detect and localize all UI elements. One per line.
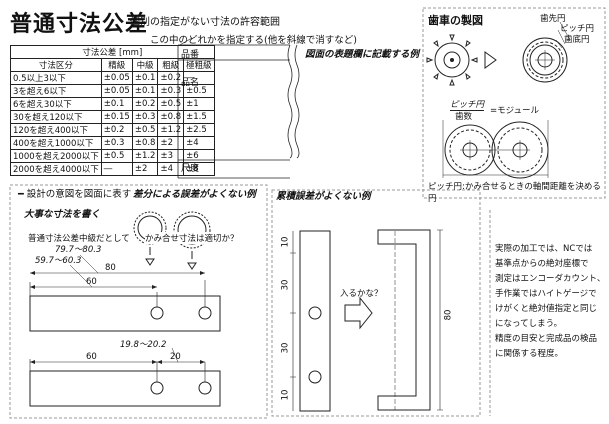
tolerance-cell: ±0.2 [131, 97, 159, 111]
tolerance-cell: ±0.15 [100, 110, 133, 124]
table-row: 1000を超え2000以下±0.5±1.2±3±6 [10, 149, 215, 163]
name-label: 品名 [181, 78, 200, 88]
gear-title: 歯車の製図 [428, 14, 483, 27]
scale-label: 尺度 [181, 164, 200, 174]
tolerance-cell: ±1.2 [131, 149, 159, 163]
size-range-cell: 0.5以上3以下 [10, 71, 102, 85]
tolerance-cell: ― [100, 162, 133, 176]
explanation-line: 手作業ではハイトゲージで [495, 289, 597, 299]
dimension-60-b: 60 [86, 352, 97, 362]
pitch-circle-label: ピッチ円 [560, 24, 595, 34]
explanation-line: 測定はエンコーダカウント、 [495, 274, 606, 284]
dimension-20: 20 [170, 352, 181, 362]
tolerance-cell: ±0.3 [131, 110, 159, 124]
tolerance-note: 普通寸法公差中級だとして [28, 234, 130, 244]
dim-30-b: 30 [280, 342, 291, 354]
tolerance-cell: ±8 [183, 162, 215, 176]
tolerance-cell: ±6 [183, 149, 215, 163]
tolerance-cell: ±0.05 [100, 84, 133, 98]
tolerance-cell: ±0.1 [131, 71, 159, 85]
dimension-80: 80 [105, 263, 116, 273]
size-range-cell: 1000を超え2000以下 [10, 149, 102, 163]
formula-denominator: 歯数 [455, 112, 473, 122]
explanation-line: 基準点からの絶対座標で [495, 259, 589, 269]
tolerance-cell: ±0.5 [131, 123, 159, 137]
tolerance-cell: ±0.2 [100, 123, 133, 137]
tolerance-cell: ±0.8 [131, 136, 159, 150]
tolerance-cell: ±2.5 [183, 123, 215, 137]
col-header: 精級 [100, 58, 133, 72]
dimension-60-a: 60 [86, 277, 97, 287]
dim-30-a: 30 [280, 279, 291, 291]
explanation-text: 実際の加工では、NCでは 基準点からの絶対座標で 測定はエンコーダカウント、 手… [495, 242, 605, 362]
tolerance-table: 寸法公差 [mm] 寸法区分 精級 中級 粗級 極粗級 0.5以上3以下±0.0… [10, 45, 215, 176]
tolerance-cell: ±2 [131, 162, 159, 176]
range-20: 19.8〜20.2 [120, 340, 167, 350]
explanation-line: 実際の加工では、NCでは [495, 244, 593, 254]
tolerance-cell: ±0.5 [100, 149, 133, 163]
mesh-question: かみ合せ寸法は適切か？ [145, 232, 239, 244]
dim-10-top: 10 [280, 236, 291, 248]
tolerance-cell: ±1 [183, 97, 215, 111]
explanation-line: になってしまう。 [495, 319, 563, 329]
size-range-cell: 3を超え6以下 [10, 84, 102, 98]
tolerance-cell: ±0.1 [100, 97, 133, 111]
table-row: 400を超え1000以下±0.3±0.8±2±4 [10, 136, 215, 150]
col-header: 中級 [131, 58, 159, 72]
formula-numerator: ピッチ円 [450, 100, 485, 111]
title-block-note: 図面の表題欄に記載する例 [305, 49, 420, 60]
range-80: 79.7〜80.3 [55, 245, 102, 255]
tip-circle-label: 歯先円 [540, 14, 566, 24]
formula-rhs: =モジュール [490, 106, 540, 116]
table-row: 30を超え120以下±0.15±0.3±0.8±1.5 [10, 110, 215, 124]
cumulative-error-title: 累積誤差がよくない例 [276, 191, 371, 202]
tolerance-cell: ±0.3 [100, 136, 133, 150]
dim-80-right: 80 [443, 309, 454, 321]
tolerance-cell: ±4 [183, 136, 215, 150]
instruction-note: この中のどれかを指定する(他を斜線で消すなど) [150, 35, 357, 46]
size-range-cell: 400を超え1000以下 [10, 136, 102, 150]
table-row: 2000を超え4000以下―±2±4±8 [10, 162, 215, 176]
gear-footnote: ピッチ円:かみ合せるときの軸間距離を決める円 [428, 182, 601, 204]
tolerance-cell: ±0.1 [131, 84, 159, 98]
design-label-text: 設計の意図を図面に表す [26, 189, 132, 200]
important-dimension-title: 大事な寸法を書く [24, 209, 101, 220]
dim-10-bottom: 10 [280, 389, 291, 401]
meshing-gears-illustration [133, 211, 211, 270]
fit-question: 入るかな？ [340, 289, 383, 299]
root-circle-label: 歯底円 [564, 35, 590, 45]
part-no-label: 品番 [181, 50, 200, 60]
size-range-cell: 120を超え400以下 [10, 123, 102, 137]
tolerance-cell: ±3 [157, 149, 185, 163]
explanation-line: けがくと絶対値指定と同じ [495, 304, 598, 314]
col-header: 極粗級 [183, 58, 215, 72]
size-range-cell: 30を超え120以下 [10, 110, 102, 124]
table-row: 120を超え400以下±0.2±0.5±1.2±2.5 [10, 123, 215, 137]
size-range-cell: 6を超え30以下 [10, 97, 102, 111]
gear-drawing [426, 21, 571, 179]
tolerance-cell: ±1.2 [157, 123, 185, 137]
page-title: 普通寸法公差 [10, 12, 149, 37]
col-header: 寸法区分 [10, 58, 102, 72]
explanation-line: 精度の目安と完成品の検品 [495, 334, 598, 344]
tolerance-cell: ±0.3 [157, 84, 185, 98]
tolerance-cell: ±0.8 [157, 110, 185, 124]
tolerance-cell: ±0.05 [100, 71, 133, 85]
col-header: 粗級 [157, 58, 185, 72]
tolerance-cell: ±2 [157, 136, 185, 150]
page-subtitle: 個別の指定がない寸法の許容範囲 [130, 17, 280, 28]
tolerance-cell: ±4 [157, 162, 185, 176]
explanation-line: に関係する程度。 [495, 349, 564, 359]
table-row: 6を超え30以下±0.1±0.2±0.5±1 [10, 97, 215, 111]
size-range-cell: 2000を超え4000以下 [10, 162, 102, 176]
tolerance-cell: ±0.2 [157, 71, 185, 85]
tolerance-cell: ±1.5 [183, 110, 215, 124]
design-section-label: ━ 設計の意図を図面に表す [18, 189, 132, 200]
diff-error-title: 差分による誤差がよくない例 [133, 189, 256, 200]
range-60: 59.7〜60.3 [35, 256, 82, 266]
tolerance-cell: ±0.5 [157, 97, 185, 111]
